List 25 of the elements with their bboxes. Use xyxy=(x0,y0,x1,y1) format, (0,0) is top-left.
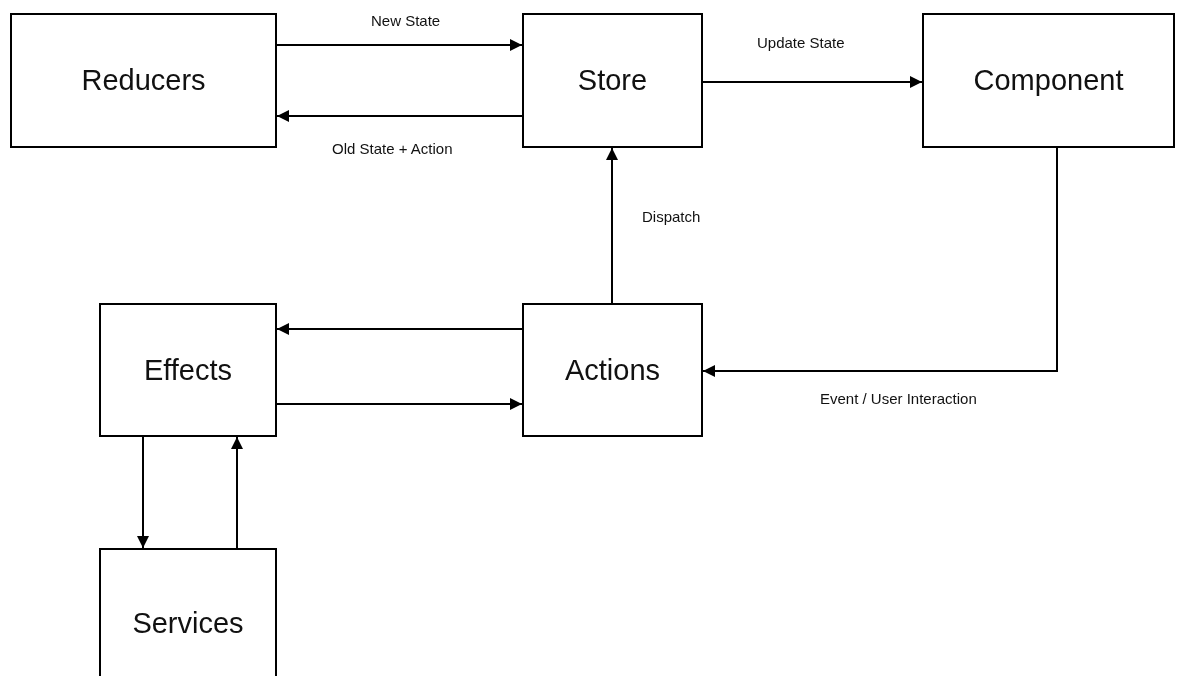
edge-label: Dispatch xyxy=(640,208,703,225)
arrow xyxy=(276,323,523,335)
arrow xyxy=(702,76,923,88)
edge-label: Event / User Interaction xyxy=(818,390,979,407)
arrow xyxy=(702,147,1058,377)
arrow xyxy=(276,110,523,122)
arrow xyxy=(276,39,523,51)
process-box xyxy=(99,303,277,437)
node-label: Effects xyxy=(143,353,233,387)
arrow xyxy=(137,436,149,549)
process-box xyxy=(10,13,277,148)
node-label: Actions xyxy=(564,353,661,387)
process-box xyxy=(522,303,703,437)
edge-label: Old State + Action xyxy=(330,140,455,157)
node-label: Store xyxy=(577,64,648,97)
node-label: Services xyxy=(132,606,244,640)
node-label: Component xyxy=(973,64,1124,97)
arrow xyxy=(231,436,243,549)
process-box xyxy=(922,13,1175,148)
arrow xyxy=(276,398,523,410)
process-box xyxy=(99,548,277,676)
edge-label: Update State xyxy=(755,34,847,51)
arrow xyxy=(606,147,618,304)
process-box xyxy=(522,13,703,148)
node-label: Reducers xyxy=(81,64,206,97)
